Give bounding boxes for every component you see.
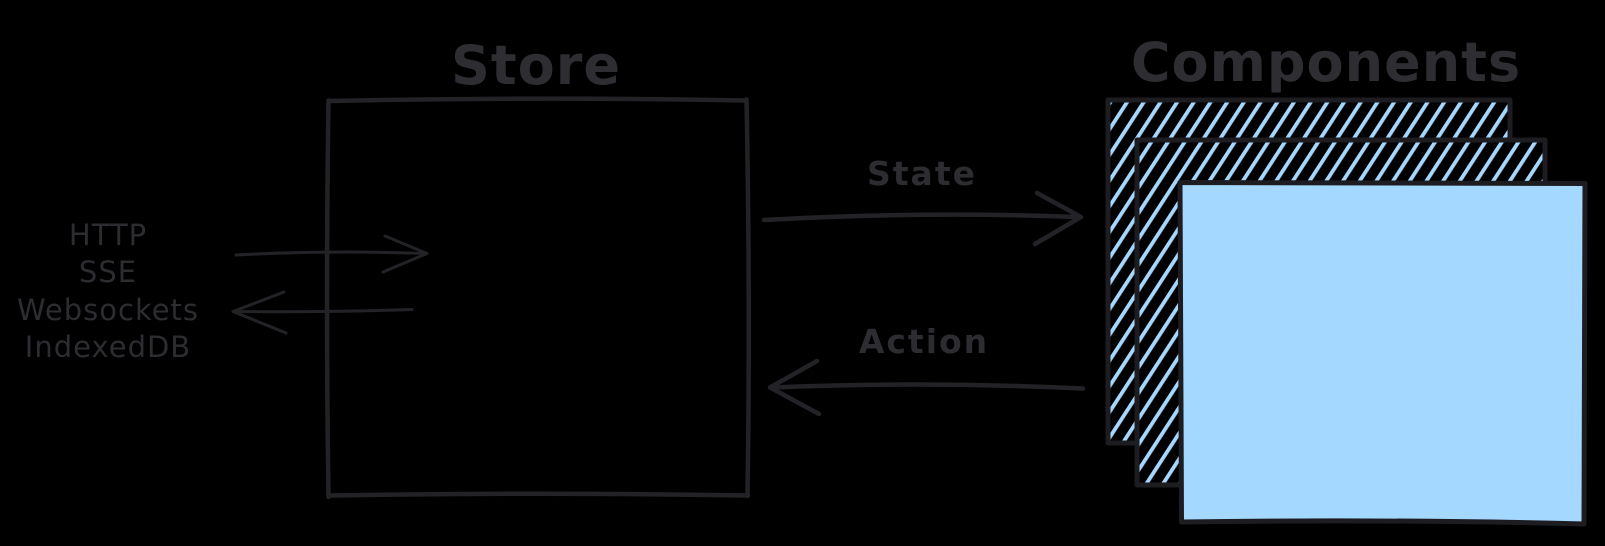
transport-list: HTTP SSE Websockets IndexedDB: [17, 218, 199, 364]
store-title: Store: [451, 34, 621, 97]
transport-item-indexeddb: IndexedDB: [25, 330, 191, 364]
action-label: Action: [859, 322, 989, 361]
state-label: State: [867, 154, 977, 193]
transport-item-sse: SSE: [79, 255, 137, 289]
transport-in-arrow: [234, 234, 429, 274]
transport-out-arrow: [231, 290, 414, 335]
state-arrow: [761, 190, 1084, 247]
transport-item-http: HTTP: [69, 218, 147, 252]
components-title: Components: [1131, 31, 1521, 94]
components-stack: [1105, 97, 1588, 527]
transport-item-websockets: Websockets: [17, 293, 199, 327]
store-box: [324, 96, 752, 500]
component-card-front: [1177, 180, 1588, 527]
action-arrow: [767, 358, 1086, 417]
